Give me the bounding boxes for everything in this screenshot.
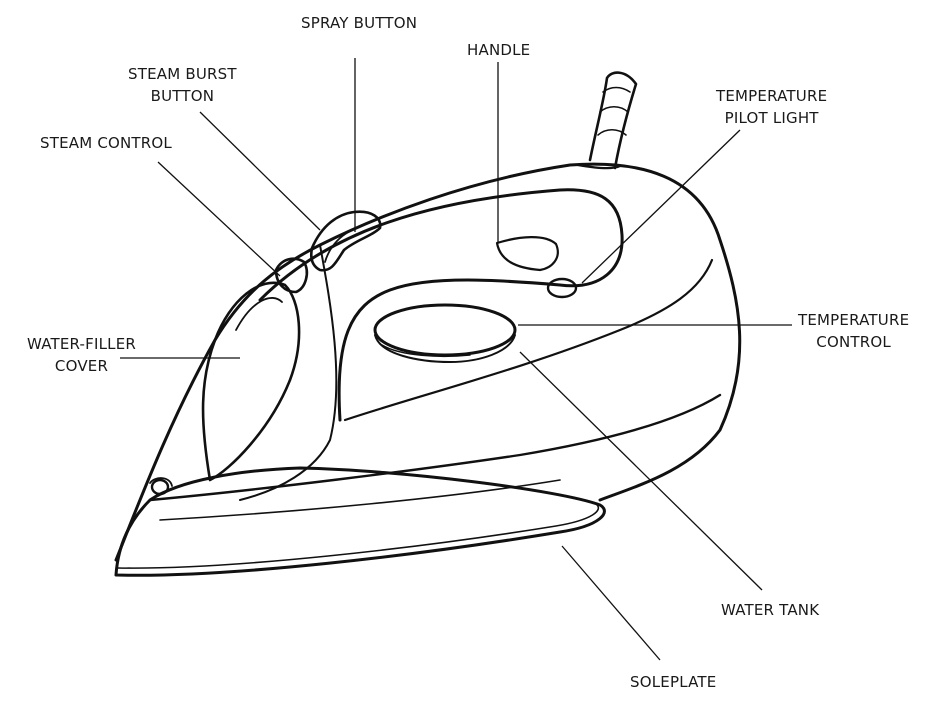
temperature-dial [373,303,517,357]
label-steam-control: STEAM CONTROL [40,132,172,154]
label-soleplate: SOLEPLATE [630,671,716,693]
label-spray-button-line1: SPRAY BUTTON [301,14,418,32]
label-temperature-pilot-light: TEMPERATURE PILOT LIGHT [716,85,827,129]
steam-burst-button-shape [309,210,382,272]
leader-steam-burst-button [199,111,321,231]
label-temperature-pilot-light-line2: PILOT LIGHT [724,109,819,127]
label-water-filler-cover-line2: COVER [54,357,109,375]
handle-shape [258,188,624,422]
label-handle-line1: HANDLE [467,41,531,59]
steam-control-knob [274,257,309,294]
leader-steam-control [157,161,281,277]
label-steam-burst-button-line1: STEAM BURST [128,65,237,83]
label-water-filler-cover: WATER-FILLER COVER [27,333,136,377]
label-water-filler-cover-line1: WATER-FILLER [27,335,137,353]
front-button [150,478,170,496]
leader-temperature-pilot-light [581,129,741,284]
label-steam-burst-button-line2: BUTTON [150,87,215,105]
label-temperature-control-line1: TEMPERATURE [798,311,910,329]
water-filler-cover-shape [201,281,301,482]
iron-body [114,71,742,577]
label-steam-control-line1: STEAM CONTROL [40,134,172,152]
label-temperature-control: TEMPERATURE CONTROL [798,309,909,353]
label-water-tank-line1: WATER TANK [721,601,820,619]
label-temperature-pilot-light-line1: TEMPERATURE [716,87,828,105]
label-temperature-control-line2: CONTROL [816,333,891,351]
soleplate-shape [114,466,606,577]
label-handle: HANDLE [467,39,530,61]
pilot-light [546,277,578,299]
label-water-tank: WATER TANK [721,599,819,621]
leader-water-tank [519,351,763,591]
leader-soleplate [561,545,661,661]
label-spray-button: SPRAY BUTTON [301,12,417,34]
label-steam-burst-button: STEAM BURST BUTTON [128,63,237,107]
label-soleplate-line1: SOLEPLATE [630,673,717,691]
leader-lines [120,58,792,661]
